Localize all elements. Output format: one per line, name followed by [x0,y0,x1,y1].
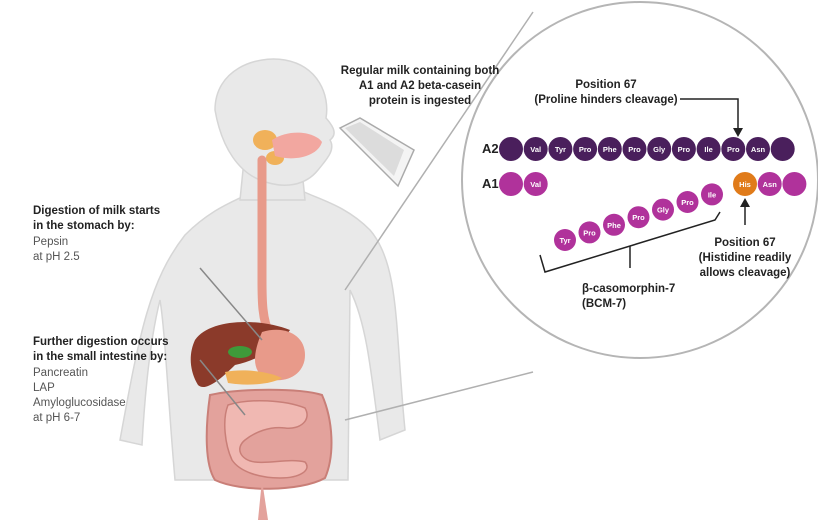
a1-left-residue-1-circle [499,172,523,196]
pos67-proline-line1: Position 67 [575,79,636,91]
a2-residue-12 [771,137,795,161]
bcm-residue-7: Ile [701,183,723,205]
bcm-residue-1: Tyr [554,229,576,251]
a1-right-residue-3-circle [782,172,806,196]
a1-right-residue-1-label: His [739,180,751,189]
a2-residue-6-label: Pro [628,145,641,154]
ingest-line1: Regular milk containing both [341,65,499,77]
a1-label: A1 [482,176,499,191]
a2-residue-2: Val [524,137,548,161]
a1-left-residue-2-label: Val [530,180,541,189]
stomach-title-line1: Digestion of milk starts [33,205,160,217]
a2-residue-1-circle [499,137,523,161]
bcm-residue-5: Gly [652,199,674,221]
bcm-residue-7-label: Ile [708,190,716,199]
a1-chain-right: His Asn [733,172,806,196]
bcm-residue-4-label: Pro [632,213,645,222]
a2-residue-5: Phe [598,137,622,161]
bcm-residue-4: Pro [628,206,650,228]
a2-residue-1 [499,137,523,161]
milk-glass [340,118,414,186]
pos67-histidine-line2: (Histidine readily [699,252,792,264]
intestine-item-2: LAP [33,382,55,394]
a2-residue-11: Asn [746,137,770,161]
a2-residue-11-label: Asn [751,145,766,154]
a2-residue-9: Ile [697,137,721,161]
a2-residue-5-label: Phe [603,145,617,154]
bcm-residue-3: Phe [603,214,625,236]
bcm-residue-3-label: Phe [607,221,621,230]
a2-residue-10: Pro [721,137,745,161]
a2-residue-6: Pro [623,137,647,161]
a2-residue-8: Pro [672,137,696,161]
intestine-item-3: Amyloglucosidase [33,397,126,409]
pos67-histidine-line3: allows cleavage) [700,267,791,279]
stomach-item-2: at pH 2.5 [33,251,80,263]
head [215,59,334,185]
a2-residue-12-circle [771,137,795,161]
stomach-title-line2: in the stomach by: [33,220,135,232]
gallbladder [228,346,252,358]
intestine-item-4: at pH 6-7 [33,412,80,424]
bcm-residue-6: Pro [677,191,699,213]
intestine-item-1: Pancreatin [33,367,88,379]
bcm-label-line1: β-casomorphin-7 [582,283,675,295]
a2-residue-3: Tyr [548,137,572,161]
stomach-item-1: Pepsin [33,236,68,248]
a2-residue-2-label: Val [530,145,541,154]
a1-left-residue-1 [499,172,523,196]
intestine-title-line1: Further digestion occurs [33,336,168,348]
a2-residue-7: Gly [647,137,671,161]
a2-residue-9-label: Ile [704,145,712,154]
bcm-residue-1-label: Tyr [559,236,570,245]
a2-label: A2 [482,141,499,156]
a1-right-residue-2: Asn [758,172,782,196]
ingest-line2: A1 and A2 beta-casein [359,80,481,92]
bcm-residue-6-label: Pro [681,198,694,207]
a1-left-residue-2: Val [524,172,548,196]
a2-residue-8-label: Pro [678,145,691,154]
bcm-label-line2: (BCM-7) [582,298,626,310]
a2-residue-4: Pro [573,137,597,161]
a2-residue-10-label: Pro [727,145,740,154]
intestine-title-line2: in the small intestine by: [33,351,167,363]
bcm-residue-2-label: Pro [583,228,596,237]
a1-right-residue-3 [782,172,806,196]
a1-right-residue-1: His [733,172,757,196]
pos67-histidine-line1: Position 67 [714,237,775,249]
bcm-residue-5-label: Gly [657,206,670,215]
ingest-line3: protein is ingested [369,95,471,107]
a2-residue-4-label: Pro [579,145,592,154]
pos67-proline-line2: (Proline hinders cleavage) [534,94,677,106]
a2-residue-3-label: Tyr [555,145,566,154]
a2-residue-7-label: Gly [653,145,666,154]
bcm-residue-2: Pro [579,221,601,243]
a1-right-residue-2-label: Asn [763,180,778,189]
